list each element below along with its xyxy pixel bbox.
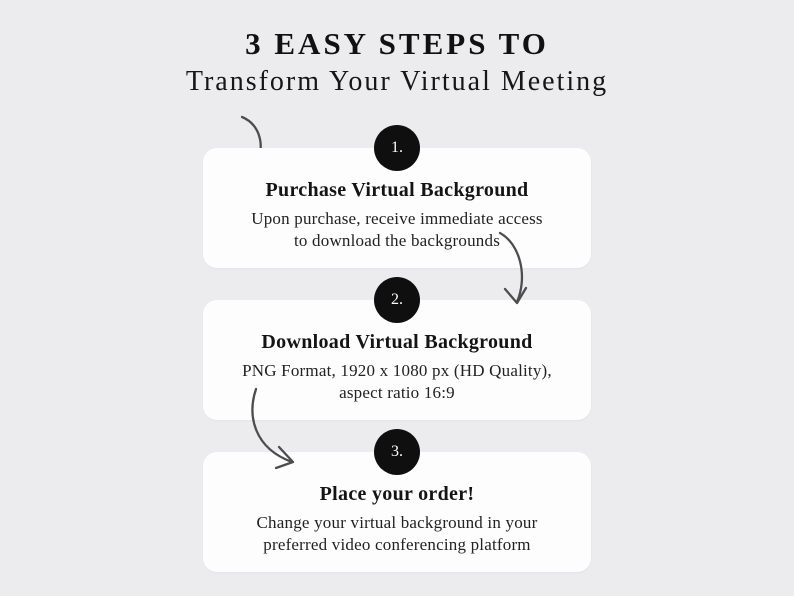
step-2-description-line-2: aspect ratio 16:9 xyxy=(339,383,455,402)
page-subtitle: Transform Your Virtual Meeting xyxy=(185,66,609,97)
step-1-description-line-1: Upon purchase, receive immediate access xyxy=(251,209,543,228)
step-2: 2. Download Virtual Background PNG Forma… xyxy=(203,277,591,420)
step-1-card: Purchase Virtual Background Upon purchas… xyxy=(203,148,591,268)
step-2-heading: Download Virtual Background xyxy=(261,331,533,353)
curved-arrow-3-icon xyxy=(244,384,308,476)
step-2-number: 2. xyxy=(391,291,403,308)
step-3-description-line-2: preferred video conferencing platform xyxy=(263,535,531,554)
step-3-number-badge: 3. xyxy=(374,429,420,475)
step-3: 3. Place your order! Change your virtual… xyxy=(203,429,591,572)
page-title: 3 EASY STEPS TO xyxy=(245,26,549,61)
step-2-description-line-1: PNG Format, 1920 x 1080 px (HD Quality), xyxy=(242,361,552,380)
step-1-description-line-2: to download the backgrounds xyxy=(293,231,501,250)
step-3-description-line-1: Change your virtual background in your xyxy=(256,513,538,532)
step-1-heading: Purchase Virtual Background xyxy=(265,179,529,201)
step-1-number-badge: 1. xyxy=(374,125,420,171)
curved-arrow-2-icon xyxy=(492,228,538,316)
step-2-number-badge: 2. xyxy=(374,277,420,323)
step-3-heading: Place your order! xyxy=(319,483,475,505)
step-1: 1. Purchase Virtual Background Upon purc… xyxy=(203,125,591,268)
step-3-number: 3. xyxy=(391,443,403,460)
step-1-number: 1. xyxy=(391,139,403,156)
